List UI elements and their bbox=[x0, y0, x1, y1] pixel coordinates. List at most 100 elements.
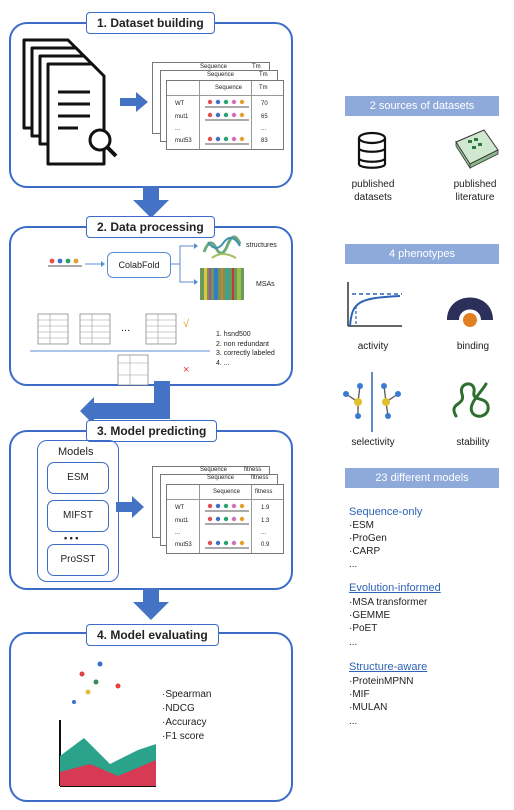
table-mid-header-sequence: Sequence bbox=[207, 72, 235, 78]
database-icon bbox=[357, 131, 387, 169]
phenotype-selectivity-label: selectivity bbox=[351, 437, 395, 448]
dataset-table: Sequence Tm WT 70 mut1 65 ... ... mut53 … bbox=[166, 80, 284, 150]
stage4-panel bbox=[9, 632, 293, 802]
prediction-table: Sequence fitness WT 1.9 mut1 1.3 ... ...… bbox=[166, 484, 284, 554]
table-back-header-tm: Tm bbox=[252, 64, 261, 70]
table-row: WT bbox=[175, 101, 185, 107]
category-evolution-informed: Evolution-informed bbox=[349, 582, 441, 594]
table-row: WT bbox=[175, 505, 185, 511]
metric-accuracy: ·Accuracy bbox=[162, 717, 207, 728]
phenotype-activity-label: activity bbox=[357, 341, 389, 352]
category-sequence-only: Sequence-only bbox=[349, 506, 423, 518]
model-item: ·CARP bbox=[349, 546, 381, 557]
datasets-header: 2 sources of datasets bbox=[345, 96, 499, 116]
model-mifst: MIFST bbox=[47, 500, 109, 532]
selectivity-icon bbox=[343, 372, 401, 432]
metric-ndcg: ·NDCG bbox=[162, 703, 195, 714]
check-mark: √ bbox=[183, 318, 190, 330]
sequence-glyph bbox=[205, 136, 249, 145]
model-item: ·MIF bbox=[349, 689, 370, 700]
filter-table bbox=[79, 313, 111, 345]
arrow-right-icon bbox=[116, 496, 144, 518]
model-item: ·MULAN bbox=[349, 702, 388, 713]
dataset-table-header-sequence: Sequence bbox=[215, 85, 243, 91]
published-literature-label: published literature bbox=[453, 179, 497, 203]
table-row: mut1 bbox=[175, 518, 189, 524]
filter-table bbox=[37, 313, 69, 345]
document-stack-icon bbox=[22, 38, 118, 166]
model-item: ·PoET bbox=[349, 623, 378, 634]
stage3-title: 3. Model predicting bbox=[86, 420, 218, 442]
criterion: 2. non redundant bbox=[216, 340, 269, 348]
filter-divider bbox=[30, 350, 210, 352]
dataset-table-header-tm: Tm bbox=[259, 85, 268, 91]
arrow-right-icon bbox=[120, 92, 148, 112]
table-row: mut53 bbox=[175, 542, 192, 548]
table-row-value: 1.3 bbox=[261, 518, 270, 524]
prediction-back-header-sequence: Sequence bbox=[200, 467, 228, 473]
table-row-value: ... bbox=[261, 126, 267, 132]
arrow-down-icon bbox=[133, 186, 169, 218]
sequence-glyph bbox=[48, 258, 82, 267]
sequence-glyph bbox=[205, 99, 249, 108]
phenotypes-header: 4 phenotypes bbox=[345, 244, 499, 264]
metric-f1: ·F1 score bbox=[162, 731, 205, 742]
sequence-glyph bbox=[205, 503, 249, 512]
arrow-down-icon bbox=[133, 588, 169, 620]
prediction-table-header-fitness: fitness bbox=[255, 489, 273, 495]
prediction-table-header-sequence: Sequence bbox=[213, 489, 241, 495]
prediction-mid-header-fitness: fitness bbox=[251, 475, 269, 481]
colabfold-box: ColabFold bbox=[107, 252, 171, 278]
protein-structure-icon bbox=[202, 235, 242, 259]
metric-spearman: ·Spearman bbox=[162, 689, 212, 700]
binding-icon bbox=[447, 297, 493, 327]
arrow-bent-icon bbox=[80, 381, 170, 425]
model-esm: ESM bbox=[47, 462, 109, 494]
msa-icon bbox=[200, 268, 244, 300]
model-item: ·MSA transformer bbox=[349, 597, 428, 608]
phenotype-stability-label: stability bbox=[456, 437, 490, 448]
table-back-header-sequence: Sequence bbox=[200, 64, 228, 70]
model-item: ... bbox=[349, 559, 358, 570]
table-row-value: ... bbox=[261, 530, 267, 536]
filter-table bbox=[145, 313, 177, 345]
scatter-plot-icon bbox=[72, 661, 121, 704]
table-row-value: 83 bbox=[261, 138, 268, 144]
stability-icon bbox=[452, 382, 490, 418]
published-datasets-label: published datasets bbox=[351, 179, 395, 203]
criteria-list: 1. hsnd500 2. non redundant 3. correctly… bbox=[216, 330, 275, 368]
table-row-value: 70 bbox=[261, 101, 268, 107]
model-item: ·ProGen bbox=[349, 533, 387, 544]
models-dots: • • • bbox=[64, 533, 79, 543]
stage2-title: 2. Data processing bbox=[86, 216, 215, 238]
stage4-title: 4. Model evaluating bbox=[86, 624, 219, 646]
model-item: ... bbox=[349, 637, 358, 648]
prediction-back-header-fitness: fitness bbox=[244, 467, 262, 473]
sequence-glyph bbox=[205, 112, 249, 121]
criterion: 1. hsnd500 bbox=[216, 331, 251, 338]
table-row: mut53 bbox=[175, 138, 192, 144]
branch-arrows bbox=[170, 243, 198, 285]
model-item: ·ESM bbox=[349, 520, 374, 531]
arrow-right-icon bbox=[85, 261, 105, 267]
sequence-glyph bbox=[205, 516, 249, 525]
criterion: 4. ... bbox=[216, 359, 230, 367]
table-row: ... bbox=[175, 126, 181, 132]
category-structure-aware: Structure-aware bbox=[349, 661, 428, 673]
literature-icon bbox=[455, 129, 499, 170]
prediction-mid-header-sequence: Sequence bbox=[207, 475, 235, 481]
activity-chart-icon bbox=[347, 282, 402, 327]
table-row-value: 0.9 bbox=[261, 542, 270, 548]
tables-ellipsis: ... bbox=[121, 322, 131, 334]
table-mid-header-tm: Tm bbox=[259, 72, 268, 78]
model-item: ... bbox=[349, 716, 358, 727]
filter-table bbox=[117, 354, 149, 386]
table-row-value: 1.9 bbox=[261, 505, 270, 511]
phenotype-binding-label: binding bbox=[456, 341, 490, 352]
table-row-value: 65 bbox=[261, 114, 268, 120]
structures-label: structures bbox=[246, 242, 277, 249]
model-prosst: ProSST bbox=[47, 544, 109, 576]
stage1-title: 1. Dataset building bbox=[86, 12, 215, 34]
models-header: 23 different models bbox=[345, 468, 499, 488]
model-item: ·ProteinMPNN bbox=[349, 676, 414, 687]
